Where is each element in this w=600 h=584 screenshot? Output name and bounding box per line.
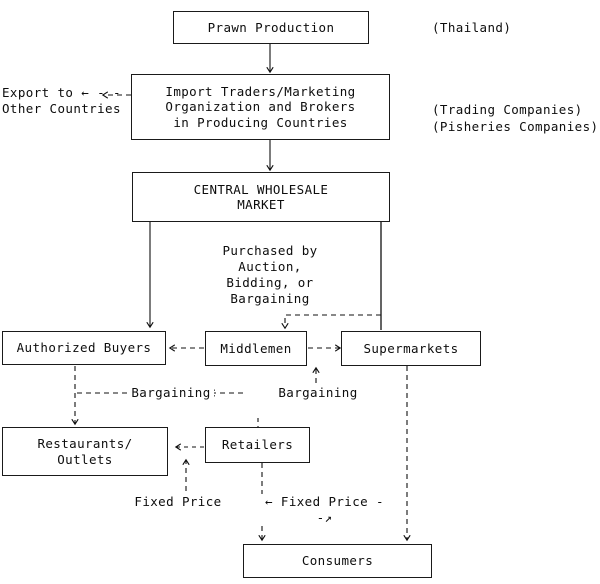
node-central-wholesale-market[interactable]: CENTRAL WHOLESALE MARKET [132, 172, 390, 222]
node-import-traders[interactable]: Import Traders/Marketing Organization an… [131, 74, 390, 140]
node-retailers[interactable]: Retailers [205, 427, 310, 463]
annotation-bargaining-left: Bargaining [128, 385, 214, 401]
annotation-bargaining-right: Bargaining [275, 385, 361, 401]
annotation-trading-companies: (Trading Companies) [432, 102, 583, 117]
annotation-country-note: (Thailand) [432, 20, 512, 35]
node-consumers[interactable]: Consumers [243, 544, 432, 578]
node-authorized-buyers[interactable]: Authorized Buyers [2, 331, 166, 365]
node-supermarkets[interactable]: Supermarkets [341, 331, 481, 366]
node-restaurants-outlets[interactable]: Restaurants/ Outlets [2, 427, 168, 476]
annotation-fixed-price-left: Fixed Price [131, 494, 225, 510]
annotation-fisheries-companies: (Pisheries Companies) [432, 119, 599, 134]
node-middlemen[interactable]: Middlemen [205, 331, 307, 366]
annotation-export-other-countries: Export to ← - - Other Countries [2, 85, 121, 116]
edge-retailers-to-restaurants [176, 447, 204, 500]
annotation-fixed-price-right: ← Fixed Price - -↗ [260, 494, 389, 526]
annotation-purchase-method: Purchased by Auction, Bidding, or Bargai… [222, 243, 318, 306]
node-prawn-production[interactable]: Prawn Production [173, 11, 369, 44]
